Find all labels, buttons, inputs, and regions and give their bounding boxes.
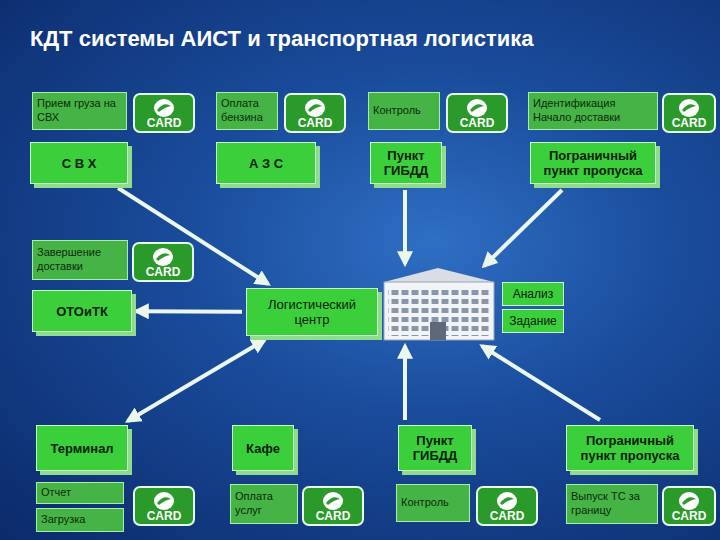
card-logo bbox=[153, 98, 175, 118]
node-text: А З С bbox=[249, 156, 283, 171]
card-icon: CARD bbox=[133, 93, 195, 133]
label-box: Отчет bbox=[36, 482, 124, 504]
node-text: Завершение доставки bbox=[37, 246, 123, 274]
logo-disc bbox=[323, 492, 343, 510]
logo-mark bbox=[157, 104, 171, 112]
node-text: CARD bbox=[672, 509, 707, 523]
logo-disc bbox=[154, 99, 174, 117]
node-text: Идентификация Начало доставки bbox=[533, 97, 653, 125]
node-text: Контроль bbox=[401, 496, 449, 510]
logo-disc bbox=[153, 248, 173, 266]
node-text: CARD bbox=[490, 509, 525, 523]
hub-box: Логистический центр bbox=[246, 288, 378, 336]
process-box: Пограничный пункт пропуска bbox=[566, 425, 694, 471]
node-text: Кафе bbox=[246, 441, 280, 456]
card-icon: CARD bbox=[446, 93, 508, 133]
arrow-to-building bbox=[405, 190, 600, 420]
process-box: Терминал bbox=[36, 425, 128, 471]
process-box: Пункт ГИБДД bbox=[370, 142, 442, 184]
card-icon: CARD bbox=[284, 93, 346, 133]
label-box: Контроль bbox=[396, 484, 470, 522]
process-box: ОТОиТК bbox=[32, 290, 132, 332]
node-text: CARD bbox=[316, 509, 351, 523]
card-logo bbox=[322, 491, 344, 511]
label-box: Завершение доставки bbox=[32, 240, 128, 280]
card-logo bbox=[496, 491, 518, 511]
node-text: CARD bbox=[672, 116, 707, 130]
task-box: Задание bbox=[502, 309, 564, 333]
node-text: Пограничный пункт пропуска bbox=[573, 433, 687, 463]
card-logo bbox=[152, 247, 174, 267]
node-text: Прием груза на СВХ bbox=[37, 97, 122, 125]
logo-disc bbox=[679, 492, 699, 510]
card-icon: CARD bbox=[662, 93, 716, 133]
logo-mark bbox=[682, 104, 696, 112]
node-text: CARD bbox=[460, 116, 495, 130]
node-text: Пункт ГИБДД bbox=[405, 433, 465, 463]
card-icon: CARD bbox=[662, 486, 716, 526]
node-text: Пункт ГИБДД bbox=[377, 148, 435, 178]
card-logo bbox=[304, 98, 326, 118]
process-box: Кафе bbox=[232, 425, 294, 471]
node-text: Оплата бензина bbox=[221, 97, 273, 125]
node-text: CARD bbox=[147, 509, 182, 523]
process-box: С В Х bbox=[30, 142, 128, 184]
label-box: Идентификация Начало доставки bbox=[528, 92, 658, 130]
node-text: С В Х bbox=[62, 156, 97, 171]
node-text: Пограничный пункт пропуска bbox=[537, 148, 649, 178]
node-text: Задание bbox=[509, 314, 557, 328]
flow-arrow bbox=[128, 340, 265, 421]
logo-disc bbox=[679, 99, 699, 117]
card-icon: CARD bbox=[302, 486, 364, 526]
logo-mark bbox=[500, 497, 514, 505]
logo-disc bbox=[467, 99, 487, 117]
card-icon: CARD bbox=[476, 486, 538, 526]
node-text: Логистический центр bbox=[255, 297, 369, 327]
card-icon: CARD bbox=[133, 486, 195, 526]
logo-disc bbox=[154, 492, 174, 510]
label-box: Контроль bbox=[368, 92, 440, 130]
label-box: Оплата бензина bbox=[216, 92, 278, 130]
card-logo bbox=[678, 491, 700, 511]
card-logo bbox=[153, 491, 175, 511]
label-box: Оплата услуг bbox=[230, 484, 298, 524]
logo-mark bbox=[682, 497, 696, 505]
logo-mark bbox=[156, 253, 170, 261]
task-box: Анализ bbox=[502, 282, 564, 306]
node-text: Оплата услуг bbox=[235, 490, 293, 518]
node-text: CARD bbox=[147, 116, 182, 130]
process-box: Пункт ГИБДД bbox=[398, 425, 472, 471]
flow-arrow bbox=[136, 309, 242, 313]
node-text: Анализ bbox=[513, 287, 554, 301]
card-logo bbox=[466, 98, 488, 118]
node-text: Контроль bbox=[373, 104, 421, 118]
node-text: Загрузка bbox=[41, 513, 85, 527]
card-logo bbox=[678, 98, 700, 118]
card-icon: CARD bbox=[132, 242, 194, 282]
logo-disc bbox=[305, 99, 325, 117]
process-box: Пограничный пункт пропуска bbox=[530, 142, 656, 184]
logo-mark bbox=[157, 497, 171, 505]
label-box: Загрузка bbox=[36, 508, 124, 532]
node-text: Выпуск ТС за границу bbox=[571, 490, 653, 518]
process-box: А З С bbox=[216, 142, 316, 184]
logo-mark bbox=[326, 497, 340, 505]
node-text: Отчет bbox=[41, 486, 71, 500]
node-text: CARD bbox=[146, 265, 181, 279]
logo-mark bbox=[470, 104, 484, 112]
label-box: Прием груза на СВХ bbox=[32, 92, 127, 130]
node-text: ОТОиТК bbox=[56, 304, 108, 319]
logo-mark bbox=[308, 104, 322, 112]
building-illustration bbox=[384, 268, 494, 340]
diagram-title: КДТ системы АИСТ и транспортная логистик… bbox=[30, 26, 533, 52]
logo-disc bbox=[497, 492, 517, 510]
flow-arrow bbox=[118, 188, 268, 284]
node-text: CARD bbox=[298, 116, 333, 130]
node-text: Терминал bbox=[50, 441, 113, 456]
label-box: Выпуск ТС за границу bbox=[566, 484, 658, 524]
